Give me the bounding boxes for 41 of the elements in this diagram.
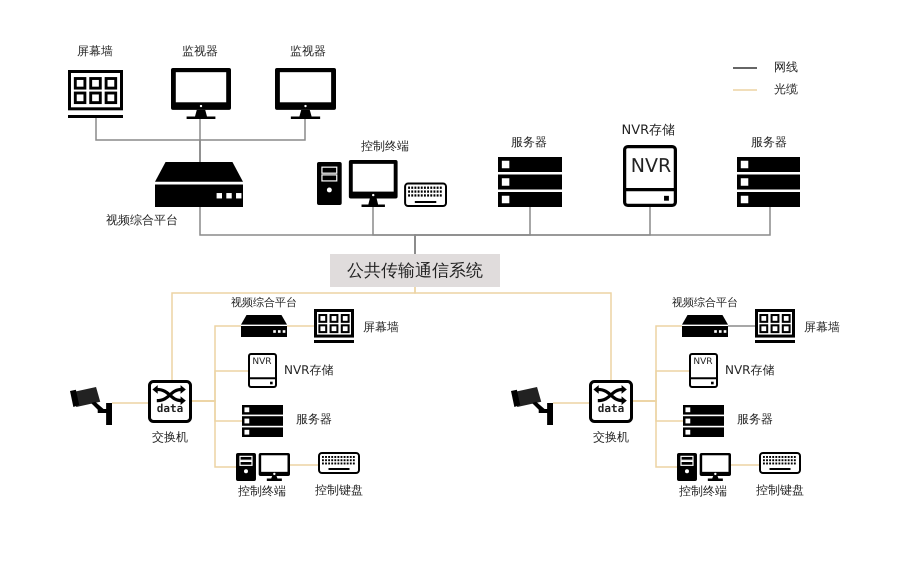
device-label: 监视器: [289, 44, 327, 58]
device-label: 控制终端: [678, 484, 728, 498]
legend-label: 网线: [774, 60, 798, 74]
device-label: 服务器: [296, 412, 332, 426]
device-label: 屏幕墙: [76, 44, 114, 58]
icon-text: NVR: [252, 357, 272, 368]
device-label: NVR存储: [284, 363, 334, 378]
device-label: 控制终端: [237, 484, 287, 498]
device-label: 服务器: [510, 135, 548, 150]
device-label: 控制终端: [360, 139, 410, 154]
device-label: 控制键盘: [755, 483, 805, 498]
device-label: 屏幕墙: [804, 320, 840, 334]
connector-line: [553, 402, 589, 404]
device-label: NVR存储: [622, 123, 674, 139]
connector-line: [633, 400, 677, 468]
icon-text: NVR: [630, 155, 670, 178]
connector-line: [199, 119, 306, 162]
device-label: 视频综合平台: [230, 296, 298, 310]
connector-line: [290, 464, 318, 466]
device-label: 交换机: [592, 430, 630, 444]
connector-line: [112, 402, 148, 404]
device-label: 视频综合平台: [105, 213, 179, 228]
icon-text: data: [156, 402, 184, 416]
device-label: 监视器: [181, 44, 219, 58]
connector-line: [414, 287, 612, 380]
device-label: 屏幕墙: [363, 320, 399, 334]
device-label: 视频综合平台: [671, 296, 739, 310]
system-box: 公共传输通信系统: [330, 254, 500, 287]
connector-line: [731, 464, 759, 466]
icon-text: NVR: [693, 357, 713, 368]
device-label: 服务器: [750, 135, 788, 150]
device-label: 服务器: [737, 412, 773, 426]
device-label: NVR存储: [725, 363, 775, 378]
device-label: 交换机: [151, 430, 189, 444]
device-label: 控制键盘: [314, 483, 364, 498]
connector-line: [287, 325, 314, 327]
connector-line: [414, 207, 771, 254]
connector-line: [192, 400, 236, 468]
icon-text: data: [596, 402, 626, 416]
connector-line: [728, 325, 755, 327]
legend-label: 光缆: [774, 82, 798, 96]
